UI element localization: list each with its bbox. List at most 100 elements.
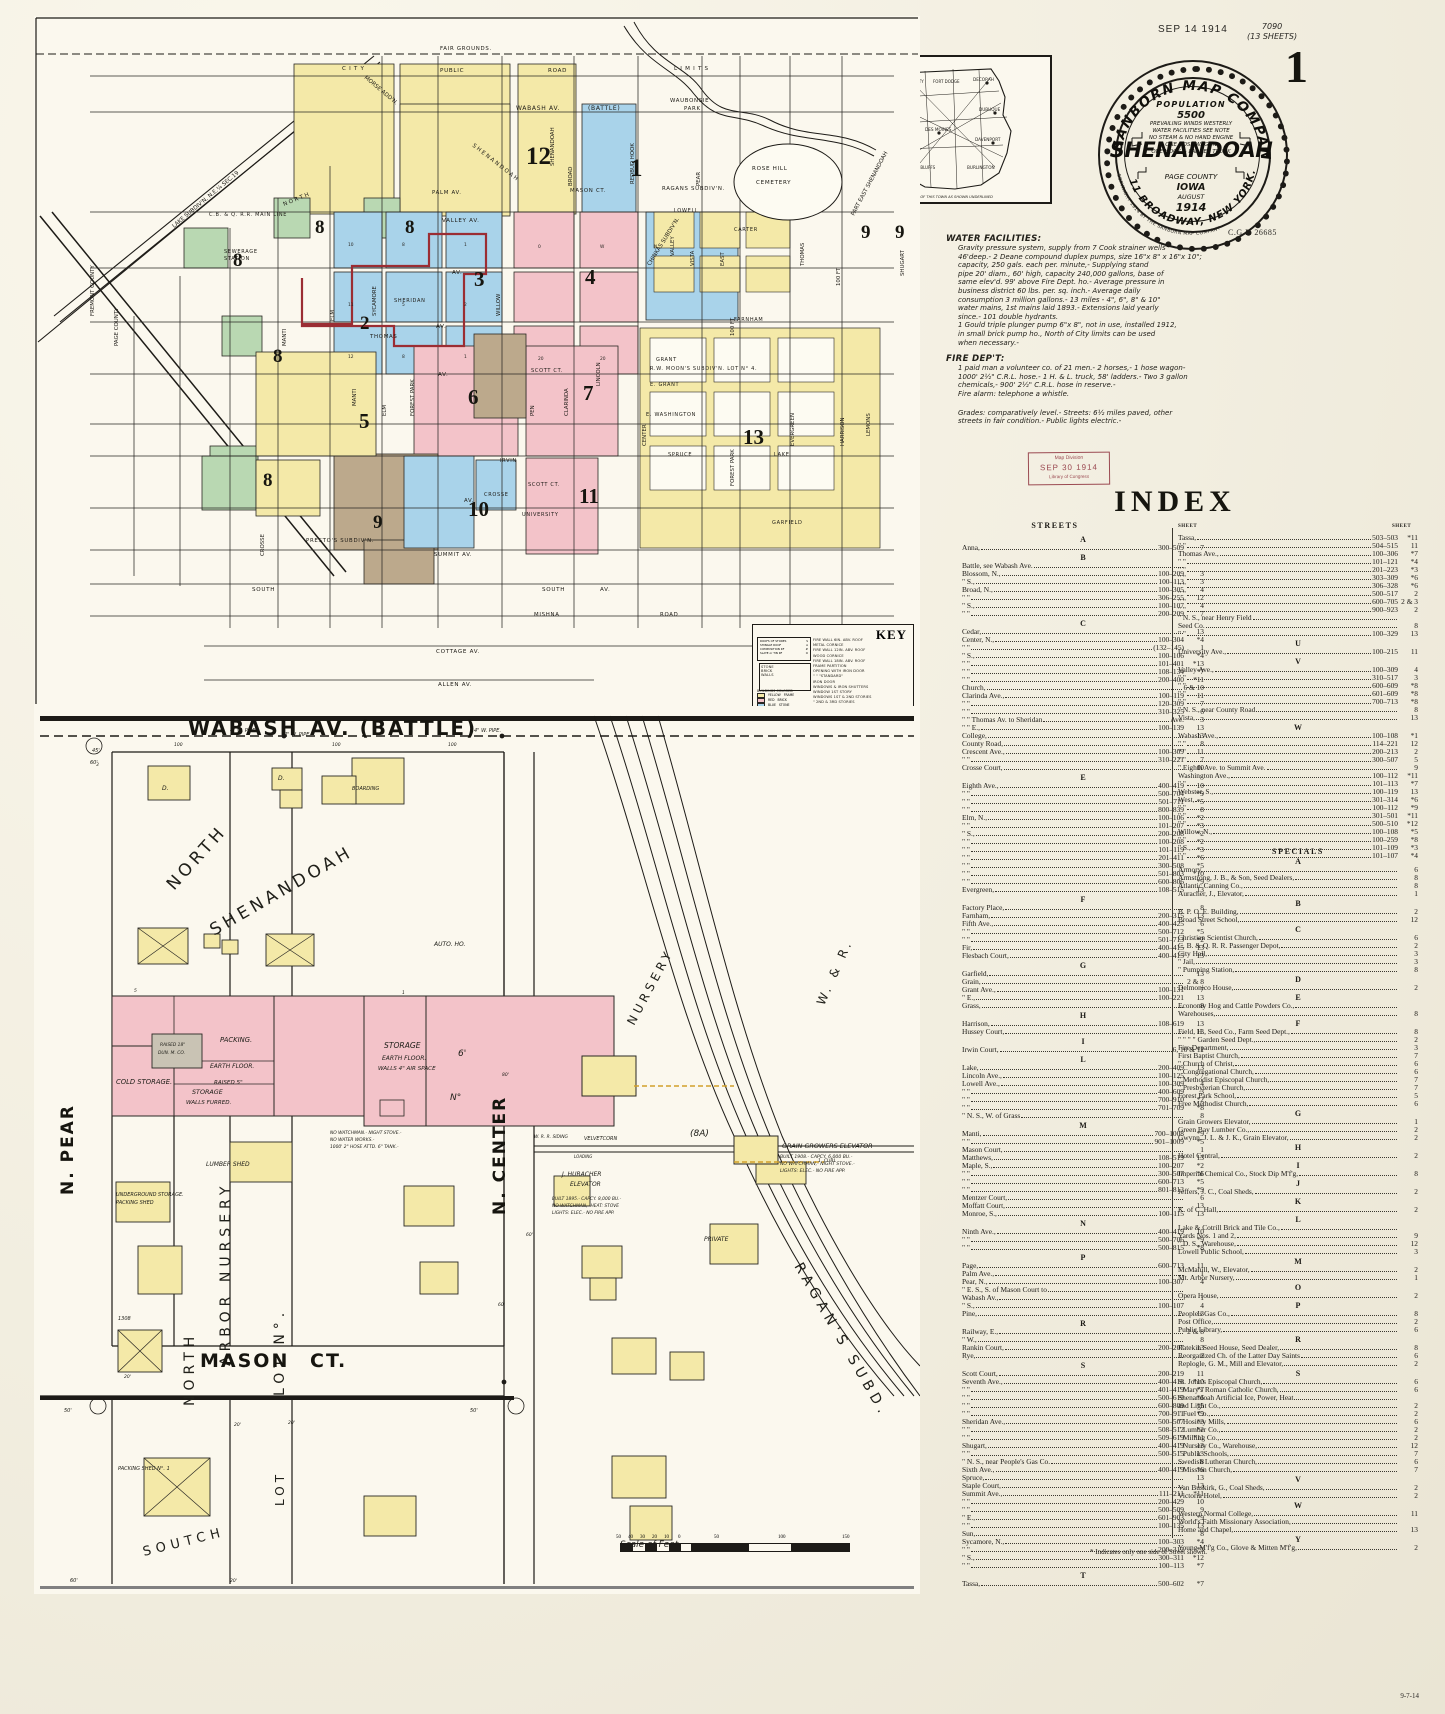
index-entry[interactable]: Jeffers, J. C., Coal Sheds,2	[1178, 1188, 1418, 1196]
index-entry[interactable]: City Hall,3	[1178, 950, 1418, 958]
index-entry[interactable]: " S.,100–106*4	[962, 652, 1204, 660]
index-entry[interactable]: " "100–112*9	[1178, 804, 1418, 812]
index-entry[interactable]: " Mary's Roman Catholic Church,6	[1178, 1386, 1418, 1394]
index-entry[interactable]: " "500–712*5	[962, 928, 1204, 936]
index-entry[interactable]: " N. S., near People's Gas Co.8	[962, 1458, 1204, 1466]
index-entry[interactable]: Page,600–71311	[962, 1262, 1204, 1270]
index-entry[interactable]: " "701–709*8	[962, 1104, 1204, 1112]
index-entry[interactable]: Anna,300–5097	[962, 544, 1204, 552]
index-entry[interactable]: " S.,100–1074	[962, 602, 1204, 610]
index-entry[interactable]: Mason Court,1	[962, 1146, 1204, 1154]
index-entry[interactable]: Christian Scientist Church,6	[1178, 934, 1418, 942]
index-entry[interactable]: " "508–512*2	[962, 1426, 1204, 1434]
index-entry[interactable]: Battle, see Wabash Ave.	[962, 562, 1204, 570]
index-entry[interactable]: Gwynn, J. L. & J. K., Grain Elevator,2	[1178, 1134, 1418, 1142]
index-entry[interactable]: Grain,2 & 8	[962, 978, 1204, 986]
index-entry[interactable]: " Lumber Co.,2	[1178, 1426, 1418, 1434]
index-entry[interactable]: Economy Hog and Cattle Powders Co.,	[1178, 1002, 1418, 1010]
index-entry[interactable]: Seventh Ave.,400–418*10	[962, 1378, 1204, 1386]
index-entry[interactable]: World's Faith Missionary Association,	[1178, 1518, 1418, 1526]
index-entry[interactable]: " Congregational Church,6	[1178, 1068, 1418, 1076]
index-entry[interactable]: " S.,200–208*2	[962, 830, 1204, 838]
index-entry[interactable]: St. John's Episcopal Church,6	[1178, 1378, 1418, 1386]
index-entry[interactable]: Sun,8	[962, 1530, 1204, 1538]
index-entry[interactable]: Factory Place,8	[962, 904, 1204, 912]
index-entry[interactable]: Armory,6	[1178, 866, 1418, 874]
index-entry[interactable]: Replogle, G. M., Mill and Elevator,2	[1178, 1360, 1418, 1368]
index-entry[interactable]: " "310–3256	[962, 708, 1204, 716]
index-entry[interactable]: Fifth Ave.,400–4256	[962, 920, 1204, 928]
index-entry[interactable]: " "500–619*6	[962, 1394, 1204, 1402]
index-entry[interactable]: " "301–501*11	[1178, 812, 1418, 820]
index-entry[interactable]: Mt. Arbor Nursery,1	[1178, 1274, 1418, 1282]
index-entry[interactable]: " "500–51513	[962, 1450, 1204, 1458]
index-entry[interactable]: " " " " Garden Seed Dept.,2	[1178, 1036, 1418, 1044]
index-entry[interactable]: Hotel Central,2	[1178, 1152, 1418, 1160]
index-entry[interactable]: Public Library,6	[1178, 1326, 1418, 1334]
index-entry[interactable]: " E.,100–22113	[962, 994, 1204, 1002]
index-entry[interactable]: First Baptist Church,7	[1178, 1052, 1418, 1060]
index-entry[interactable]: " "200–312*3	[962, 1546, 1204, 1554]
index-entry[interactable]: Free Methodist Church,6	[1178, 1100, 1418, 1108]
index-entry[interactable]: College,13	[962, 732, 1204, 740]
index-entry[interactable]: " "600–809*5	[962, 1402, 1204, 1410]
index-entry[interactable]: " "500–704*9	[962, 790, 1204, 798]
index-entry[interactable]: Railway, E.,2 & 8	[962, 1328, 1204, 1336]
index-entry[interactable]: " "108–134*7	[962, 668, 1204, 676]
index-entry[interactable]: Rye,2	[962, 1352, 1204, 1360]
index-entry[interactable]: Cedar,13	[962, 628, 1204, 636]
index-entry[interactable]: Seed Co.8	[1178, 622, 1418, 630]
index-entry[interactable]: Post Office,2	[1178, 1318, 1418, 1326]
index-entry[interactable]: " "101–113*7	[1178, 780, 1418, 788]
index-entry[interactable]: " N. S., near Henry Field	[1178, 614, 1418, 622]
index-entry[interactable]: Van Buskirk, G., Coal Sheds,2	[1178, 1484, 1418, 1492]
index-entry[interactable]: " "600–713*5	[962, 1178, 1204, 1186]
index-entry[interactable]: Broad, N.,100–3054	[962, 586, 1204, 594]
index-entry[interactable]: Willow, N.,100–108*5	[1178, 828, 1418, 836]
index-entry[interactable]: " "306–25512	[962, 594, 1204, 602]
index-entry[interactable]: Yards Nos. 1 and 2,9	[1178, 1232, 1418, 1240]
index-entry[interactable]: Vista,13	[1178, 714, 1418, 722]
index-entry[interactable]: " "100–259*8	[1178, 836, 1418, 844]
index-entry[interactable]: " "(132–145)1	[962, 644, 1204, 652]
index-entry[interactable]: Crescent Ave.,100–30911	[962, 748, 1204, 756]
index-entry[interactable]: Shenandoah Artificial Ice, Power, Heat	[1178, 1394, 1418, 1402]
index-entry[interactable]: " "600–609*8	[1178, 682, 1418, 690]
index-entry[interactable]: " Hosiery Mills,6	[1178, 1418, 1418, 1426]
index-entry[interactable]: Wabash Ave.,100–108*1	[1178, 732, 1418, 740]
index-entry[interactable]: Pear, N.,100–3074	[962, 1278, 1204, 1286]
index-entry[interactable]: Reorganized Ch. of the Latter Day Saints…	[1178, 1352, 1418, 1360]
index-entry[interactable]: Lake & Cotrill Brick and Tile Co.,	[1178, 1224, 1418, 1232]
index-entry[interactable]: " D. S., Warehouse,12	[1178, 1240, 1418, 1248]
index-entry[interactable]: Sheridan Ave.,500–507*3	[962, 1418, 1204, 1426]
index-entry[interactable]: Staple Court,13	[962, 1482, 1204, 1490]
index-entry[interactable]: Lincoln Ave.,100–1257	[962, 1072, 1204, 1080]
index-entry[interactable]: Shugart,400–41913	[962, 1442, 1204, 1450]
index-entry[interactable]: Monroe, S.,100–11513	[962, 1210, 1204, 1218]
index-entry[interactable]: Rankin Court,200–20713	[962, 1344, 1204, 1352]
index-entry[interactable]: Pine,13	[962, 1310, 1204, 1318]
index-entry[interactable]: Swedish Lutheran Church,6	[1178, 1458, 1418, 1466]
index-entry[interactable]: Summit Ave.,111–211*11	[962, 1490, 1204, 1498]
index-entry[interactable]: Farnham,200–31513	[962, 912, 1204, 920]
index-entry[interactable]: Green Bay Lumber Co.,2	[1178, 1126, 1418, 1134]
index-entry[interactable]: " "303–309*6	[1178, 574, 1418, 582]
index-entry[interactable]: Grant Ave.,100–1317	[962, 986, 1204, 994]
index-entry[interactable]: Thomas Ave.,100–306*7	[1178, 550, 1418, 558]
index-entry[interactable]: Hussey Court,13	[962, 1028, 1204, 1036]
index-entry[interactable]: " S.,100–1133	[962, 578, 1204, 586]
index-entry[interactable]: Tassa,500–602*7	[962, 1580, 1204, 1588]
index-entry[interactable]: K. of C. Hall,2	[1178, 1206, 1418, 1214]
index-entry[interactable]: Armstrong, J. B., & Son, Seed Dealers,8	[1178, 874, 1418, 882]
index-entry[interactable]: Victoria Hotel,2	[1178, 1492, 1418, 1500]
index-entry[interactable]: " "509–619*11	[962, 1434, 1204, 1442]
index-entry[interactable]: " "601–609*8	[1178, 690, 1418, 698]
index-entry[interactable]: Broad Street School,12	[1178, 916, 1418, 924]
index-entry[interactable]: " Mission Church,7	[1178, 1466, 1418, 1474]
